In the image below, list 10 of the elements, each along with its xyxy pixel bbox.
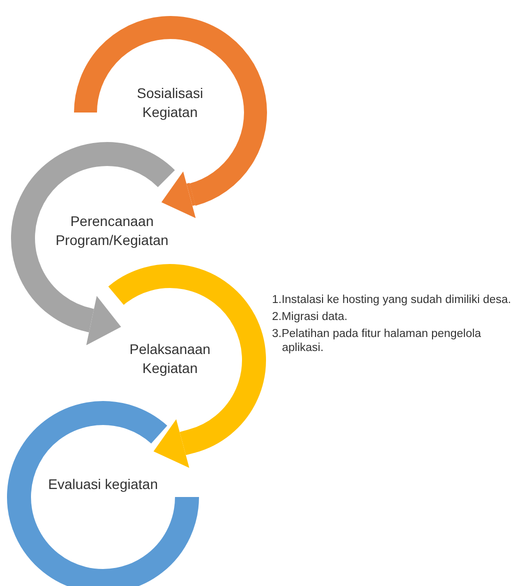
list-item: 2.Migrasi data. (272, 310, 348, 324)
arrow-head (161, 171, 196, 218)
step-label: Pelaksanaan Kegiatan (128, 340, 212, 378)
arrow-head (154, 419, 196, 468)
arrow-head (86, 296, 122, 346)
list-item: 1.Instalasi ke hosting yang sudah dimiliki desa. (272, 293, 511, 307)
step-label: Evaluasi kegiatan (47, 475, 159, 494)
step-label: Perencanaan Program/Kegiatan (54, 212, 170, 250)
step-label: Sosialisasi Kegiatan (136, 84, 204, 122)
list-item: 3.Pelatihan pada fitur halaman pengelola aplikasi. (272, 327, 482, 355)
